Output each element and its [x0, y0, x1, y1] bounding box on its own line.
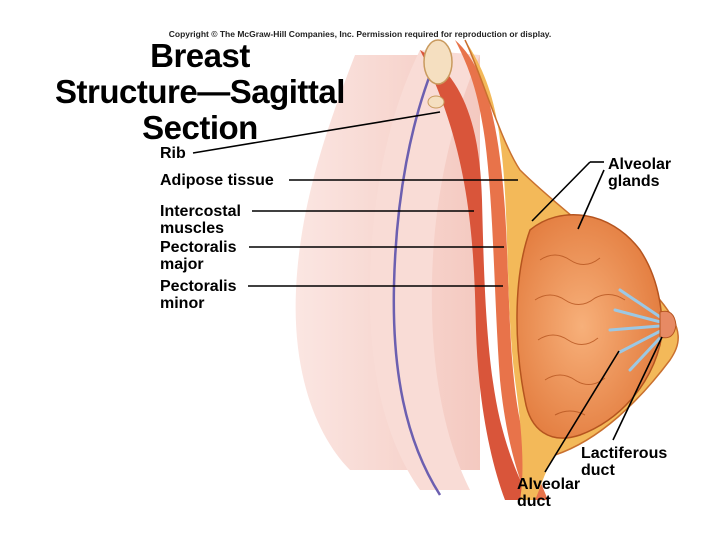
label-lactiferous-duct: Lactiferous duct	[581, 445, 667, 479]
label-line: Pectoralis	[160, 239, 237, 256]
label-line: major	[160, 256, 204, 273]
pectoralis-layer	[455, 40, 548, 500]
label-line: muscles	[160, 220, 225, 237]
pleura-edge	[369, 50, 480, 490]
title-line-2: Structure—Sagittal	[55, 73, 345, 110]
label-rib: Rib	[160, 145, 186, 162]
title-line-1: Breast	[150, 37, 250, 74]
glandular-tissue	[516, 213, 663, 439]
label-line: minor	[160, 295, 205, 312]
diagram-title: Breast Structure—Sagittal Section	[40, 38, 360, 146]
copyright-notice: Copyright © The McGraw-Hill Companies, I…	[168, 29, 552, 39]
label-alveolar-duct: Alveolar duct	[517, 476, 580, 510]
title-line-3: Section	[142, 109, 258, 146]
label-alveolar-glands: Alveolar glands	[608, 156, 671, 190]
label-line: Alveolar	[608, 156, 672, 173]
label-pectoralis-major: Pectoralis major	[160, 239, 236, 273]
intercostal-muscle-layer	[420, 50, 530, 500]
label-line: Pectoralis	[160, 278, 237, 295]
label-adipose-tissue: Adipose tissue	[160, 172, 274, 189]
label-line: duct	[581, 462, 615, 479]
label-line: glands	[608, 173, 660, 190]
label-pectoralis-minor: Pectoralis minor	[160, 278, 236, 312]
rib-section	[423, 39, 453, 85]
label-line: Alveolar	[517, 476, 581, 493]
nipple	[659, 310, 677, 339]
label-line: duct	[517, 493, 551, 510]
label-intercostal-muscles: Intercostal muscles	[160, 203, 241, 237]
label-line: Lactiferous	[581, 445, 668, 462]
leader-lines	[192, 111, 663, 473]
label-line: Intercostal	[160, 203, 241, 220]
